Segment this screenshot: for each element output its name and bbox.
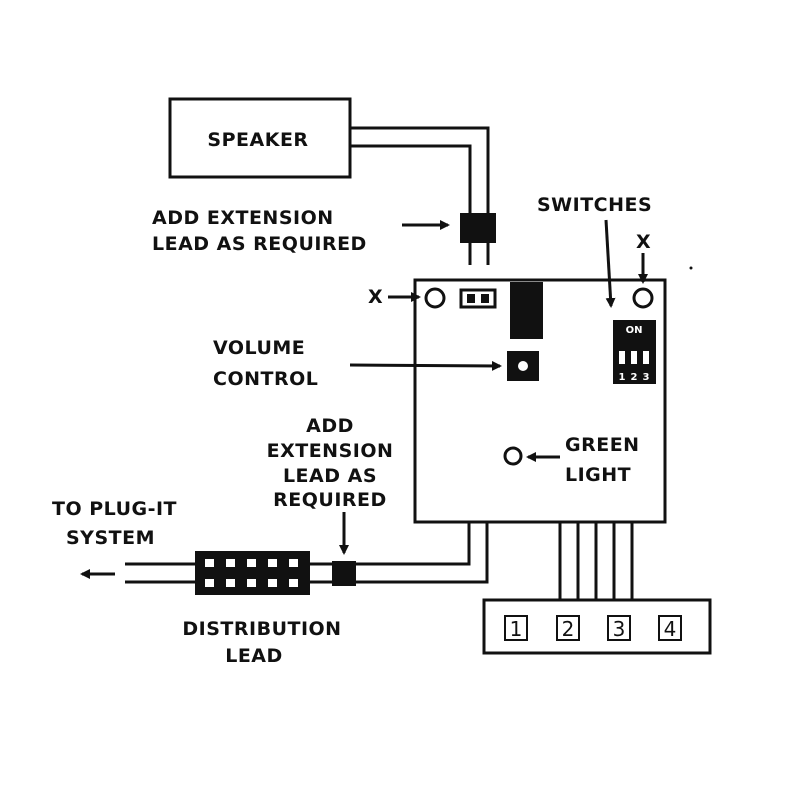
add-extension-bottom-line2: EXTENSION <box>267 440 394 462</box>
green-light <box>503 446 523 466</box>
x-label-left: X <box>368 286 383 308</box>
terminal-wires <box>558 522 634 600</box>
dip-switch: ON 1 2 3 <box>613 320 656 384</box>
terminal-1-label: 1 <box>510 617 523 641</box>
distribution-label-line2: LEAD <box>225 645 283 667</box>
output-wire <box>355 522 489 584</box>
terminal-1: 1 <box>504 615 528 641</box>
distribution-lead-block <box>195 551 310 595</box>
dip-switch-number-1: 1 <box>619 372 626 383</box>
switches-label: SWITCHES <box>537 194 652 216</box>
add-extension-label-top-line1: ADD EXTENSION <box>152 207 334 229</box>
add-extension-label-top-line2: LEAD AS REQUIRED <box>152 233 367 255</box>
dip-switch-number-2: 2 <box>631 372 638 383</box>
plug-it-label-line2: SYSTEM <box>66 527 155 549</box>
volume-label-line1: VOLUME <box>213 337 305 359</box>
speaker-wire <box>350 126 490 265</box>
stray-dot <box>689 266 693 270</box>
distribution-wire <box>125 562 332 584</box>
extension-connector-top <box>460 213 496 243</box>
terminal-4: 4 <box>658 615 682 641</box>
green-light-label-line2: LIGHT <box>565 464 631 486</box>
dip-switch-number-3: 3 <box>643 372 650 383</box>
plug-it-label-line1: TO PLUG-IT <box>52 498 177 520</box>
speaker-label: SPEAKER <box>207 129 308 151</box>
arrow-switches <box>604 219 616 308</box>
dip-switch-lever-2 <box>631 342 637 364</box>
dip-switch-lever-3 <box>643 342 649 364</box>
mounting-hole-left <box>424 287 446 309</box>
terminal-3: 3 <box>607 615 631 641</box>
arrow-volume <box>349 360 502 371</box>
extension-connector-bottom <box>332 561 356 586</box>
volume-label-line2: CONTROL <box>213 368 318 390</box>
speaker-socket-pin-2 <box>481 294 489 303</box>
speaker-socket <box>459 288 497 309</box>
terminal-2-label: 2 <box>562 617 575 641</box>
terminal-4-label: 4 <box>664 617 677 641</box>
x-label-top: X <box>636 231 651 253</box>
distribution-label-line1: DISTRIBUTION <box>182 618 341 640</box>
mounting-hole-right <box>632 287 654 309</box>
add-extension-bottom-line3: LEAD AS <box>283 465 377 487</box>
dip-switch-on-label: ON <box>626 325 643 336</box>
green-light-label-line1: GREEN <box>565 434 640 456</box>
speaker-box <box>168 97 352 179</box>
volume-control-center <box>518 361 528 371</box>
add-extension-bottom-line4: REQUIRED <box>273 489 387 511</box>
speaker-socket-pin-1 <box>467 294 475 303</box>
black-component <box>510 282 543 339</box>
terminal-3-label: 3 <box>613 617 626 641</box>
terminal-2: 2 <box>556 615 580 641</box>
dip-switch-lever-1 <box>619 342 625 364</box>
add-extension-bottom-line1: ADD <box>306 415 354 437</box>
